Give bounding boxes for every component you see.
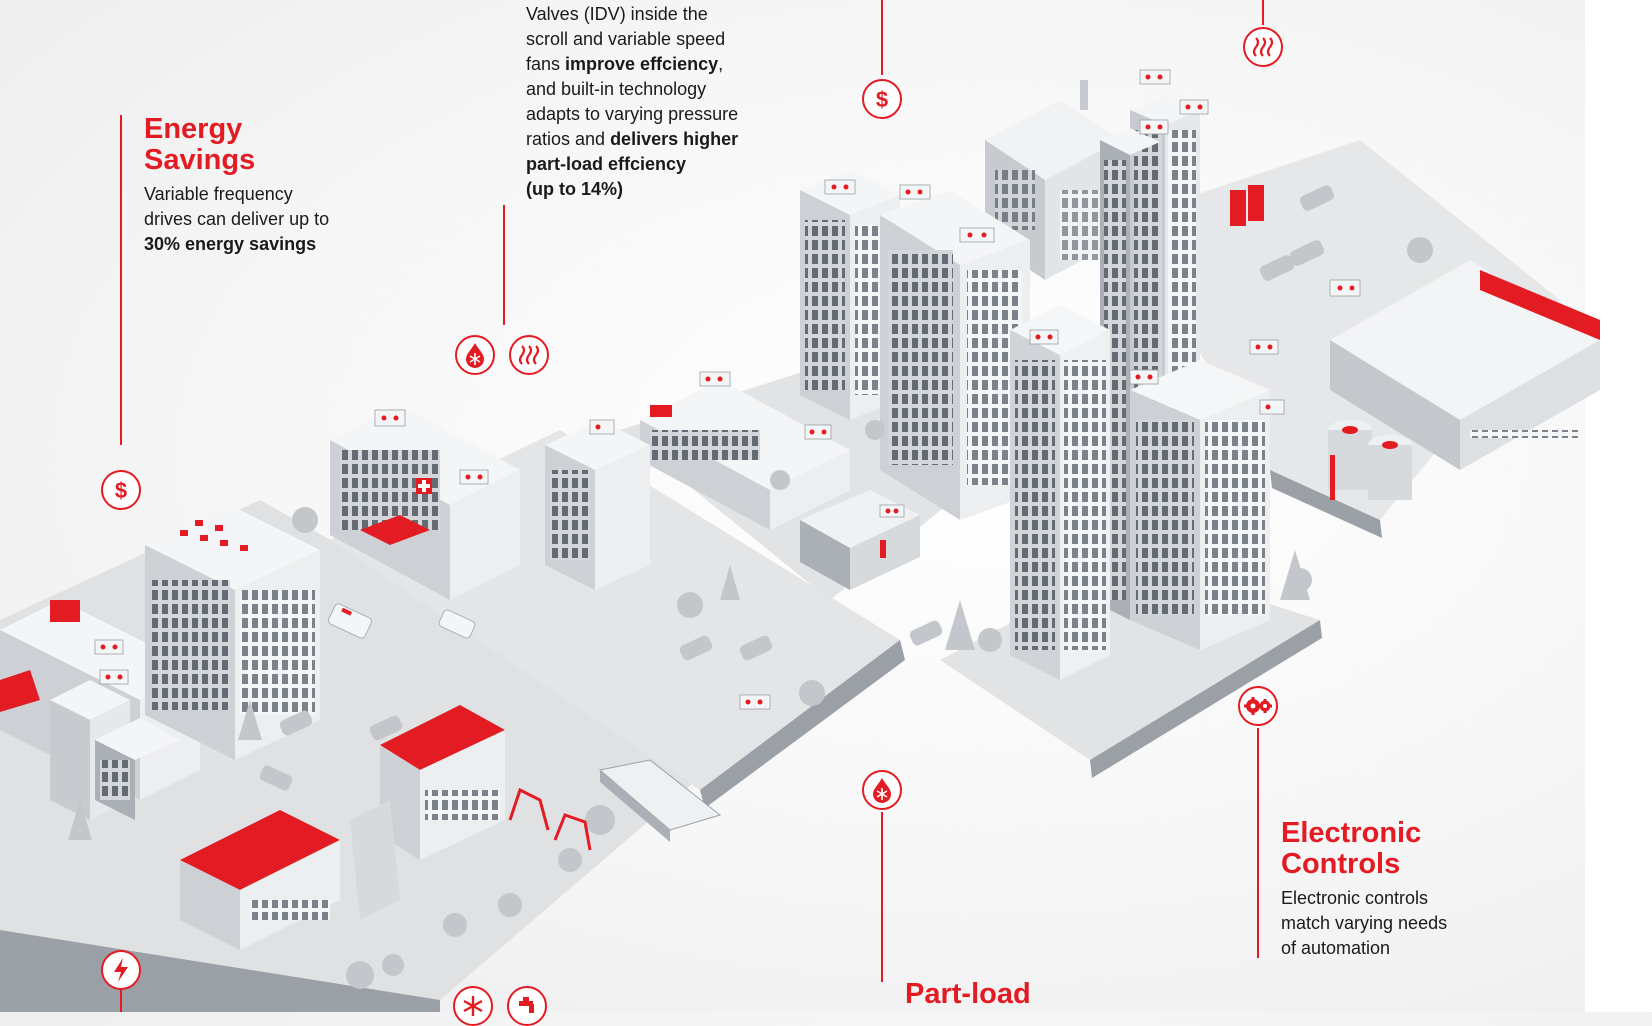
energy-savings-callout: Energy Savings Variable frequency drives… [144,114,404,257]
warehouse [1328,260,1600,500]
part-load-callout: Part-load [905,979,1145,1010]
idv-snowflake-drop-icon [455,335,495,375]
part-load-leader-line [881,812,883,982]
electronic-controls-text: Electronic controls match varying needs … [1281,888,1448,958]
energy-bottom-leader-line [120,988,122,1012]
trees [68,237,1433,989]
svg-text:$: $ [876,87,888,111]
playground-swings [508,787,592,851]
controls-leader-line [1257,728,1259,958]
part-load-snowflake-drop-icon [862,770,902,810]
idv-heat-waves-icon [509,335,549,375]
electronic-controls-heading: Electronic Controls [1281,817,1422,880]
controls-gears-icon [1238,686,1278,726]
bottom-snowflake-icon [453,986,493,1026]
parked-cars-right [1230,185,1335,281]
energy-savings-leader-line [120,115,122,445]
electronic-controls-callout: Electronic Controls Electronic controls … [1281,818,1541,961]
left-buildings [0,505,320,820]
right-margin [1585,0,1652,1012]
top-dollar-leader-line [881,0,883,75]
vehicles [259,603,943,842]
svg-text:$: $ [115,478,127,502]
bottom-lightning-icon [101,950,141,990]
office-block [640,380,920,590]
top-heat-leader-line [1262,0,1264,25]
energy-savings-heading: Energy Savings [144,113,256,176]
top-dollar-icon: $ [862,79,902,119]
rooftop-hvac-units [94,69,1361,710]
top-heat-waves-icon [1243,27,1283,67]
school [180,705,505,950]
energy-dollar-icon: $ [101,470,141,510]
bottom-faucet-icon [507,986,547,1026]
skyscrapers [1010,80,1270,680]
idv-callout: Valves (IDV) inside the scroll and varia… [526,4,739,199]
energy-savings-text: Variable frequency drives can deliver up… [144,184,330,254]
part-load-heading: Part-load [905,978,1031,1010]
hospital [330,405,650,600]
idv-leader-line [503,205,505,325]
